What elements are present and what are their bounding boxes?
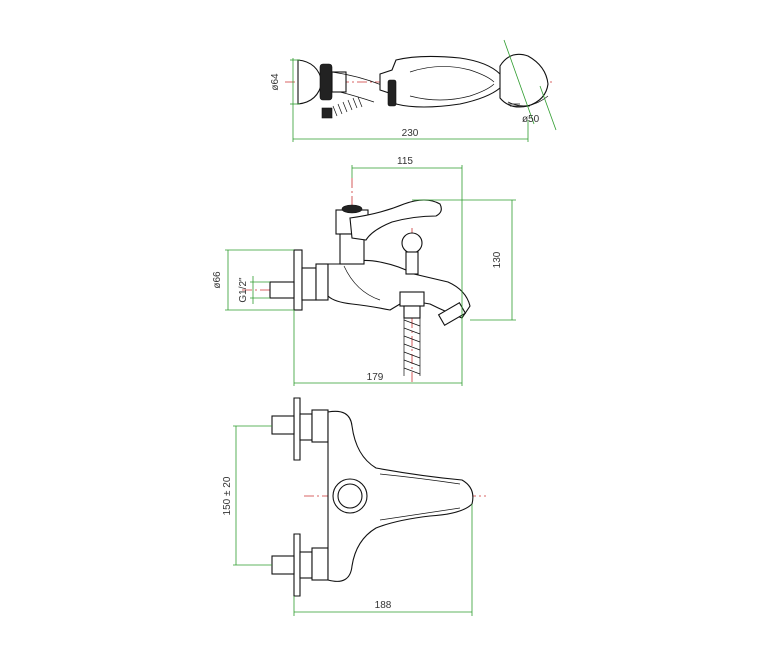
overall-width-label: 179	[367, 372, 384, 383]
shower-outlet-nut	[399, 291, 425, 307]
shower-outlet	[403, 305, 421, 319]
mixer-plan-view: 150 ± 20 188	[222, 397, 486, 616]
connection-thread-label: G1/2"	[238, 277, 249, 303]
body-edge-upper	[379, 473, 461, 485]
holder-knurled-nut	[319, 63, 333, 101]
shower-handle	[379, 55, 505, 108]
shower-holder-head	[297, 59, 323, 105]
mixer-lever	[349, 199, 442, 241]
body-edge-lower	[379, 507, 461, 521]
spout-offset-label: 115	[397, 156, 413, 167]
hand-shower-view: ø64 230 ø50	[270, 39, 557, 142]
hose-end-fitting	[321, 107, 333, 119]
lower-hex	[311, 547, 329, 581]
lower-escutcheon	[293, 533, 301, 597]
shower-nozzle	[499, 53, 549, 108]
handle-grip-lower	[409, 83, 495, 101]
lower-nut	[299, 551, 313, 579]
diverter-knob	[401, 232, 423, 254]
overall-depth-label: 188	[375, 600, 392, 611]
centre-distance-label: 150 ± 20	[222, 476, 233, 515]
lower-inlet	[271, 555, 295, 575]
head-diameter-label: ø64	[270, 73, 281, 91]
upper-nut	[299, 413, 313, 441]
handshower-length-label: 230	[402, 128, 419, 139]
inlet-hex	[315, 263, 329, 301]
nozzle-holes	[508, 103, 530, 107]
hose-line-lower	[339, 91, 375, 103]
height-label: 130	[492, 251, 503, 268]
hose-spiral	[403, 319, 421, 375]
lever-indicator	[341, 204, 363, 214]
upper-hex	[311, 409, 329, 443]
hose-spiral	[327, 96, 363, 119]
wall-escutcheon	[293, 249, 303, 311]
cartridge-inner-ring	[337, 483, 363, 509]
mixer-front-view: 115 130 ø66 G1/2" 179	[212, 156, 516, 386]
handle-ring	[387, 79, 397, 107]
body-contour	[343, 265, 381, 301]
mixer-body-plan	[327, 410, 474, 582]
diverter-stem	[405, 251, 419, 275]
inlet-connection	[269, 281, 295, 299]
handle-grip-upper	[409, 66, 495, 83]
holder-connector	[331, 71, 347, 93]
nozzle-dim-ext	[539, 85, 557, 131]
upper-inlet	[271, 415, 295, 435]
escutcheon-diameter-label: ø66	[212, 271, 223, 289]
upper-escutcheon	[293, 397, 301, 461]
nozzle-diameter-label: ø50	[522, 114, 540, 125]
escutcheon-nut	[301, 267, 317, 301]
nozzle-dim-line	[503, 39, 535, 125]
